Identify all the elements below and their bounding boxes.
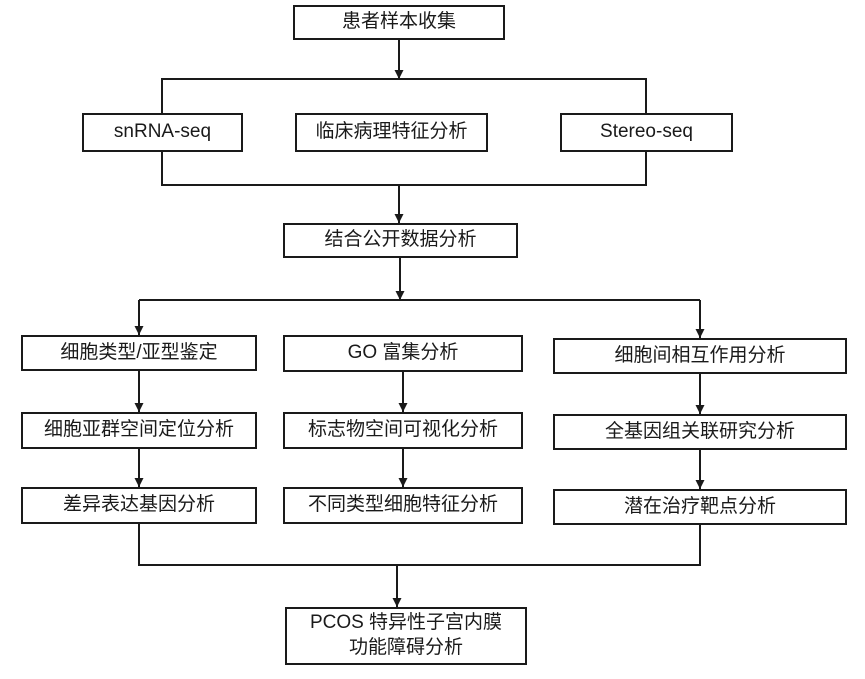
node-differential-expression-analysis: 差异表达基因分析 <box>21 487 257 524</box>
node-cell-type-identification: 细胞类型/亚型鉴定 <box>21 335 257 371</box>
node-cell-type-characteristics: 不同类型细胞特征分析 <box>283 487 523 524</box>
node-marker-spatial-visualization: 标志物空间可视化分析 <box>283 412 523 449</box>
node-patient-sample-collection: 患者样本收集 <box>293 5 505 40</box>
node-snrna-seq: snRNA-seq <box>82 113 243 152</box>
node-stereo-seq: Stereo-seq <box>560 113 733 152</box>
node-go-enrichment-analysis: GO 富集分析 <box>283 335 523 372</box>
final-label-line1: PCOS 特异性子宫内膜 <box>309 612 503 634</box>
connector-merge-bar-1 <box>161 152 647 186</box>
node-cell-interaction-analysis: 细胞间相互作用分析 <box>553 338 847 374</box>
node-gwas-analysis: 全基因组关联研究分析 <box>553 414 847 450</box>
final-label-line2: 功能障碍分析 <box>348 637 463 658</box>
node-cell-subpopulation-spatial-localization: 细胞亚群空间定位分析 <box>21 412 257 449</box>
node-public-data-integration: 结合公开数据分析 <box>283 223 518 258</box>
node-pcos-endometrial-dysfunction-analysis: PCOS 特异性子宫内膜 功能障碍分析 <box>285 607 527 665</box>
connector-split-bar-1 <box>161 78 647 113</box>
node-clinical-pathology-analysis: 临床病理特征分析 <box>295 113 488 152</box>
node-therapeutic-target-analysis: 潜在治疗靶点分析 <box>553 489 847 525</box>
connector-merge-bar-2 <box>138 524 701 566</box>
